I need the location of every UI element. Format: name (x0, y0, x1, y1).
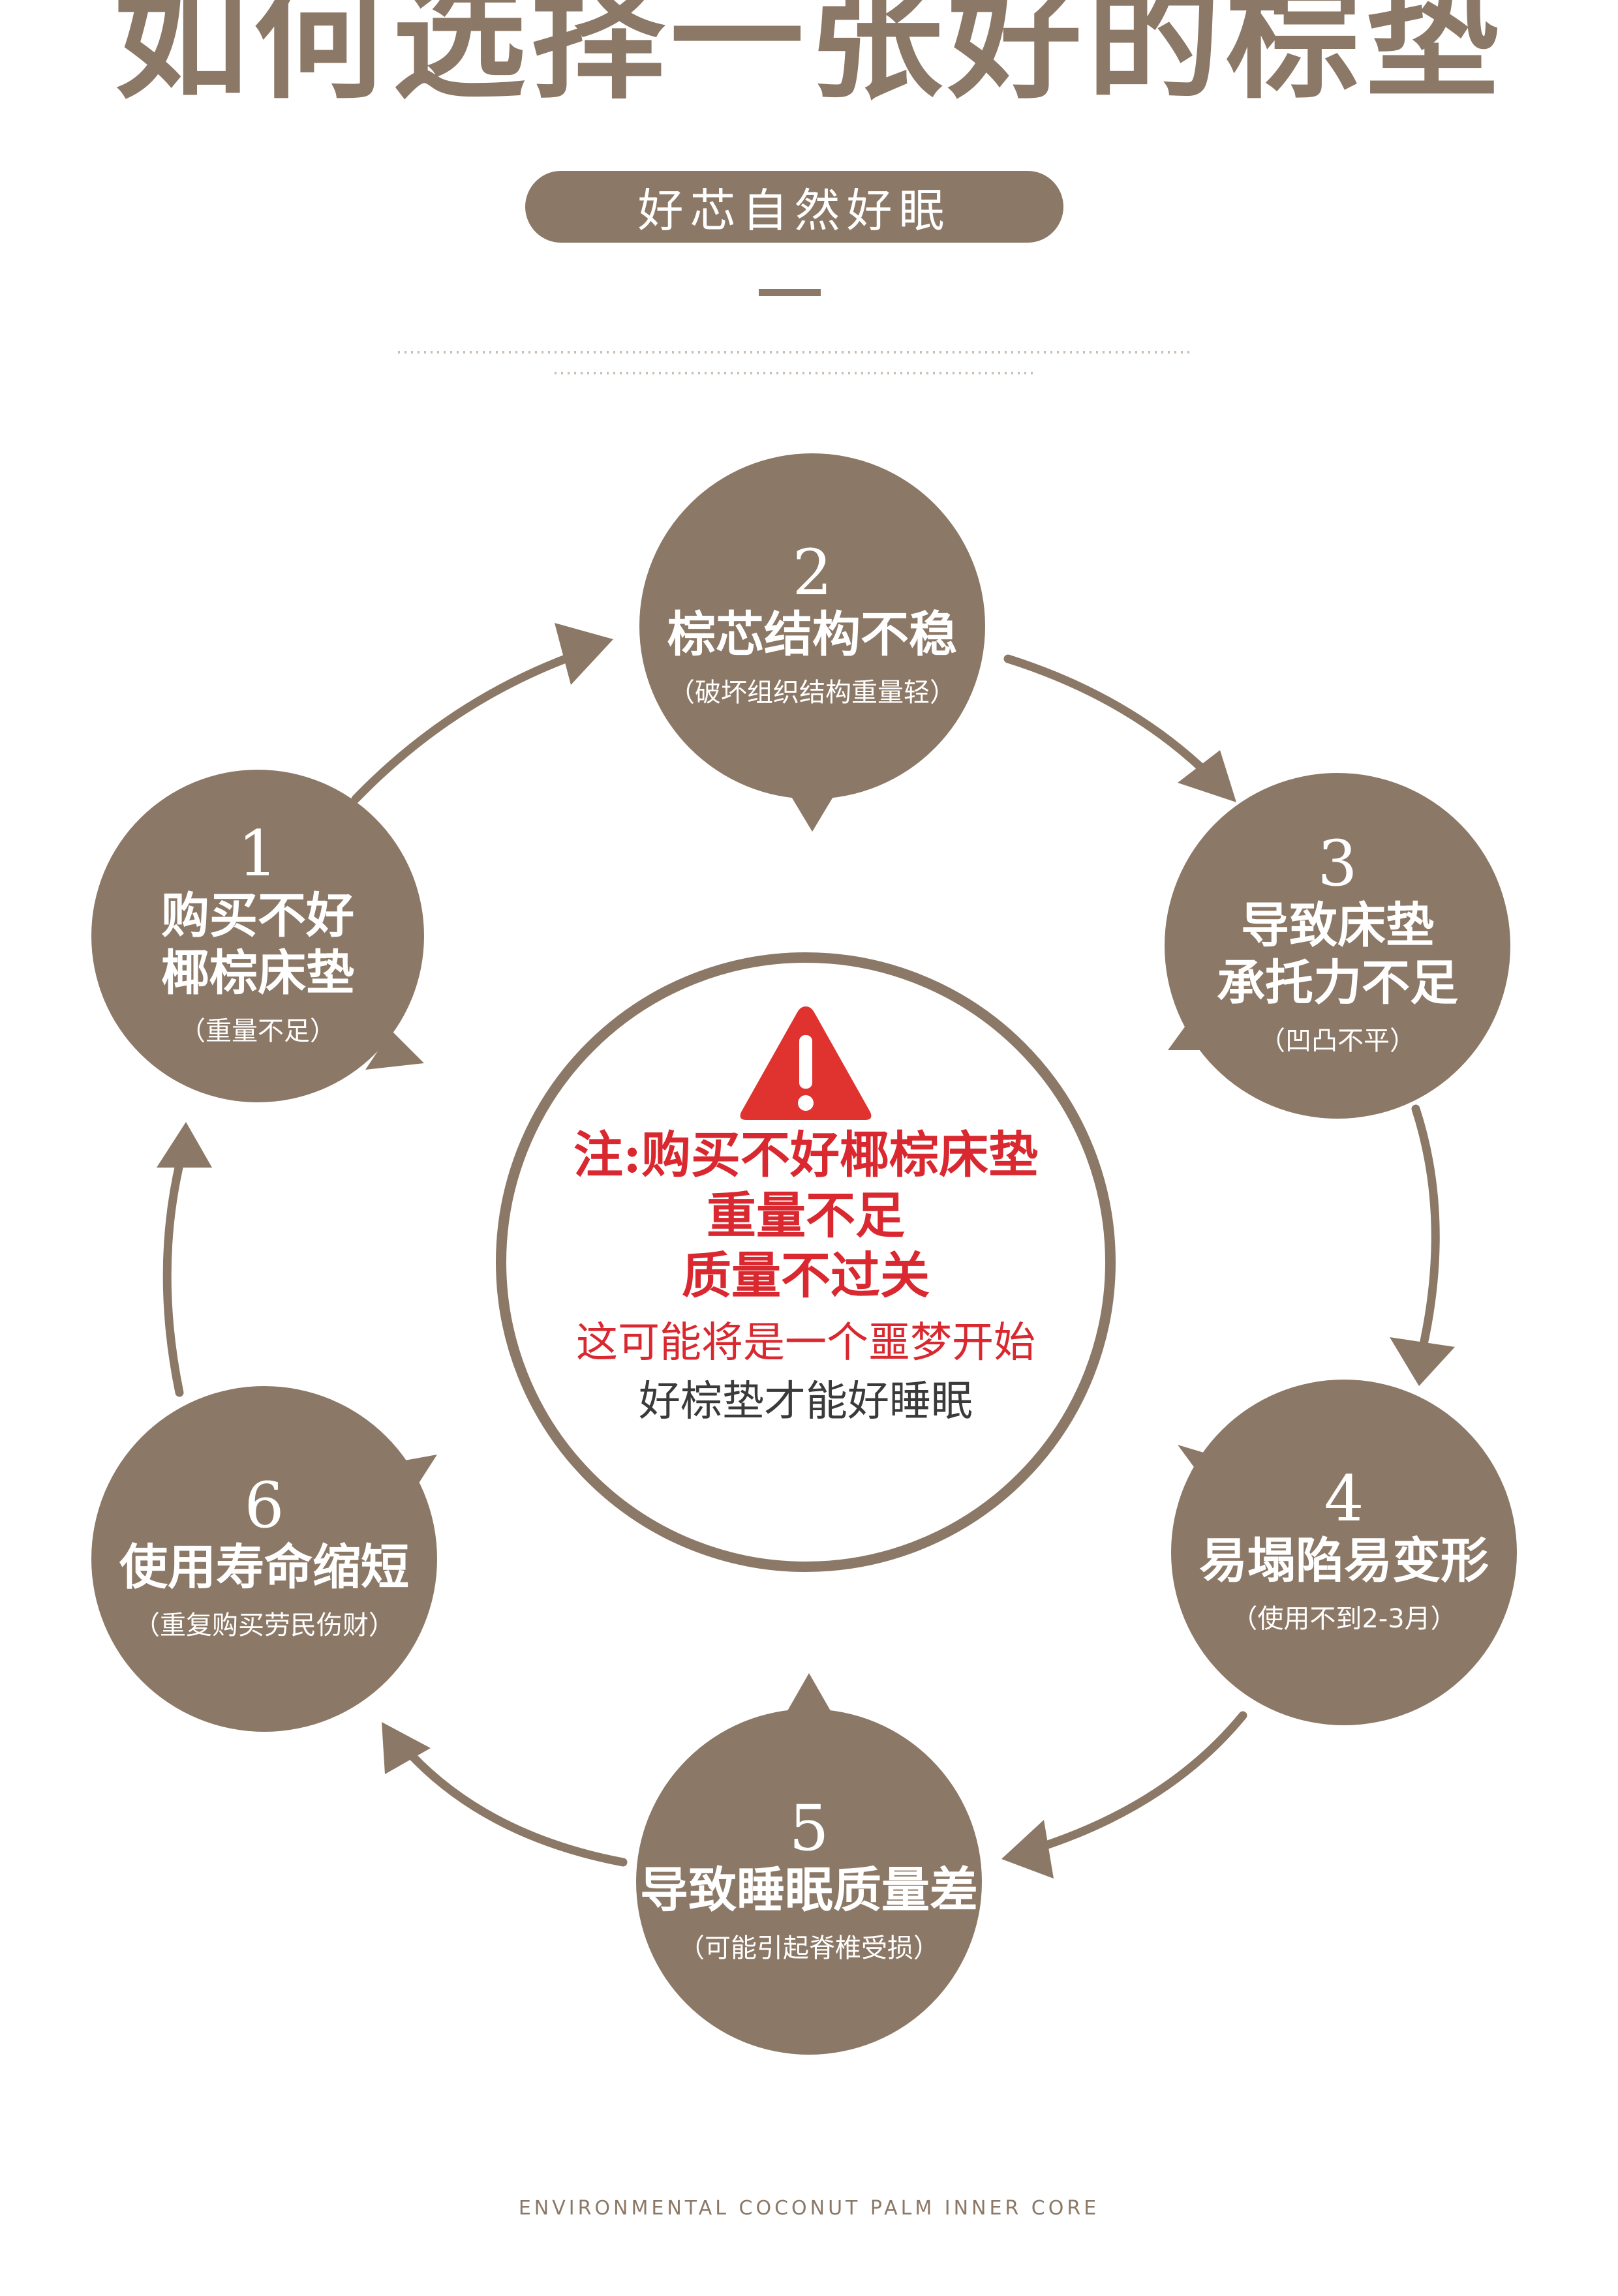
step-number: 2 (792, 536, 832, 610)
connector-1-2 (351, 651, 579, 804)
step-title: 使用寿命缩短 (119, 1539, 409, 1595)
arrowhead-to-2 (555, 623, 613, 685)
step-node-4: 4 易塌陷易变形 （使用不到2-3月） (1174, 1383, 1514, 1722)
step-subtitle: （破坏组织结构重量轻） (669, 677, 956, 708)
step-title: 购买不好 椰棕床垫 (161, 887, 354, 1002)
step-subtitle: （重量不足） (179, 1016, 336, 1047)
footer-tagline: ENVIRONMENTAL COCONUT PALM INNER CORE (518, 2197, 1100, 2220)
subtitle-pill: 好芯自然好眠 (525, 171, 1063, 243)
step-title: 导致床垫 承托力不足 (1217, 897, 1458, 1012)
connector-4-5 (1030, 1711, 1247, 1854)
step-node-1: 1 购买不好 椰棕床垫 （重量不足） (98, 776, 418, 1096)
node-circle-4 (1171, 1380, 1517, 1725)
node-circle-5 (636, 1673, 982, 2055)
warning-line-1: 注:购买不好椰棕床垫 (573, 1126, 1039, 1184)
page-title: 如何选择一张好的棕垫 (114, 0, 1504, 117)
step-node-2: 2 棕芯结构不稳 （破坏组织结构重量轻） (643, 457, 982, 796)
warning-triangle-icon (740, 1006, 872, 1120)
node-circle-6 (91, 1386, 437, 1732)
step-subtitle: （使用不到2-3月） (1231, 1603, 1457, 1634)
arrowhead-to-6 (382, 1722, 431, 1774)
connector-3-4 (1411, 1104, 1440, 1355)
center-warning-panel: 注:购买不好椰棕床垫 重量不足 质量不过关 这可能将是一个噩梦开始 好棕垫才能好… (502, 1001, 1109, 1562)
arrowhead-to-5 (1001, 1820, 1054, 1879)
nightmare-line: 这可能将是一个噩梦开始 (576, 1319, 1035, 1368)
good-sleep-line: 好棕垫才能好睡眠 (639, 1377, 973, 1426)
warning-line-3: 质量不过关 (682, 1246, 930, 1305)
step-number: 5 (789, 1792, 829, 1865)
connector-6-1 (162, 1147, 187, 1397)
warning-line-2: 重量不足 (707, 1186, 905, 1245)
step-subtitle: （凹凸不平） (1259, 1026, 1416, 1057)
arrowhead-to-4 (1390, 1337, 1455, 1386)
dotted-divider (398, 351, 1194, 374)
node-circle-2 (639, 453, 985, 832)
step-title: 易塌陷易变形 (1199, 1533, 1489, 1589)
node-circle-3 (1165, 773, 1510, 1119)
step-number: 6 (244, 1469, 284, 1543)
step-subtitle: （重复购买劳民伤财） (134, 1610, 395, 1640)
step-number: 3 (1317, 826, 1358, 900)
arrowhead-to-3 (1178, 750, 1236, 802)
step-subtitle: （可能引起脊椎受损） (679, 1933, 939, 1963)
step-title: 棕芯结构不稳 (667, 607, 957, 663)
connector-5-6 (403, 1747, 628, 1867)
node-circle-1 (91, 770, 424, 1102)
arrowhead-to-1 (157, 1122, 212, 1168)
connector-2-3 (1003, 654, 1218, 784)
step-node-5: 5 导致睡眠质量差 （可能引起脊椎受损） (626, 1712, 992, 2051)
step-node-3: 3 导致床垫 承托力不足 （凹凸不平） (1168, 776, 1507, 1115)
step-number: 4 (1324, 1462, 1364, 1536)
title-dash-divider (759, 289, 821, 296)
step-node-6: 6 使用寿命缩短 （重复购买劳民伤财） (88, 1389, 440, 1729)
step-number: 1 (237, 817, 278, 890)
step-title: 导致睡眠质量差 (640, 1862, 978, 1918)
center-ring (496, 952, 1116, 1572)
